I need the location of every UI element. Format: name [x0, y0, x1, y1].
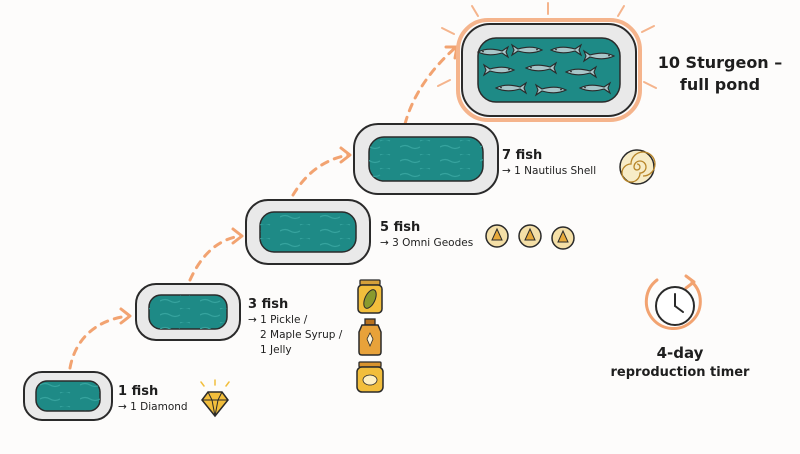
sturgeon-fish-icon [578, 81, 612, 95]
sturgeon-fish-icon [494, 81, 528, 95]
omni-geode-icon [485, 224, 509, 248]
stage-10-label: 10 Sturgeon – full pond [650, 52, 790, 96]
arrow-7-to-10 [403, 46, 457, 126]
sturgeon-fish-icon [524, 61, 558, 75]
sturgeon-fish-icon [549, 43, 583, 57]
sturgeon-fish-icon [564, 65, 598, 79]
timer-caption: reproduction timer [610, 365, 750, 380]
stage-3-reward-line-3: 1 Jelly [260, 344, 292, 356]
sturgeon-fish-icon [482, 63, 516, 77]
omni-geode-icon [518, 224, 542, 248]
nautilus-shell-icon [619, 149, 656, 185]
sturgeon-fish-icon [582, 49, 616, 63]
maple-syrup-bottle-icon [358, 318, 382, 356]
stage-10-status: full pond [679, 75, 761, 94]
sturgeon-fish-icon [476, 45, 510, 59]
pond-10-sturgeon-full [437, 2, 657, 122]
stage-3-reward-line-2: 2 Maple Syrup / [260, 329, 343, 341]
clock-icon [644, 274, 702, 330]
timer-duration: 4-day [656, 344, 704, 362]
arrow-5-to-7 [291, 153, 350, 197]
stage-5-count: 5 fish [380, 220, 421, 235]
stage-1-count: 1 fish [118, 384, 159, 399]
progress-arrows [68, 46, 457, 370]
sturgeon-fish-icon [510, 43, 544, 57]
stage-10-count: 10 Sturgeon – [657, 53, 783, 72]
arrow-heads [119, 45, 459, 325]
stage-7-count: 7 fish [502, 148, 543, 163]
pond-7-fish [353, 123, 499, 195]
timer-label: 4-day reproduction timer [600, 344, 760, 382]
arrow-1-to-3 [68, 314, 130, 370]
stage-7-label: 7 fish → 1 Nautilus Shell [502, 147, 596, 179]
pond-1-fish [23, 371, 113, 421]
arrow-3-to-5 [188, 234, 242, 282]
omni-geode-icons [485, 224, 575, 250]
stage-1-label: 1 fish → 1 Diamond [118, 383, 188, 415]
sparkle-rays [437, 2, 657, 89]
stage-3-count: 3 fish [248, 297, 289, 312]
omni-geode-icon [551, 226, 575, 250]
sturgeon-school [476, 43, 616, 97]
sturgeon-fish-icon [534, 83, 568, 97]
stage-3-reward-line-1: → 1 Pickle / [248, 314, 308, 326]
pickle-jar-icon [357, 279, 383, 314]
stage-1-reward: → 1 Diamond [118, 401, 188, 413]
jelly-jar-icon [356, 361, 384, 393]
diamond-icon [200, 379, 230, 418]
stage-5-reward: → 3 Omni Geodes [380, 237, 474, 249]
stage-5-label: 5 fish → 3 Omni Geodes [380, 219, 473, 251]
pond-5-fish [245, 199, 371, 265]
pond-3-fish [135, 283, 241, 341]
stage-3-label: 3 fish → 1 Pickle / 2 Maple Syrup / 1 Je… [248, 296, 342, 358]
stage-7-reward: → 1 Nautilus Shell [502, 165, 597, 177]
